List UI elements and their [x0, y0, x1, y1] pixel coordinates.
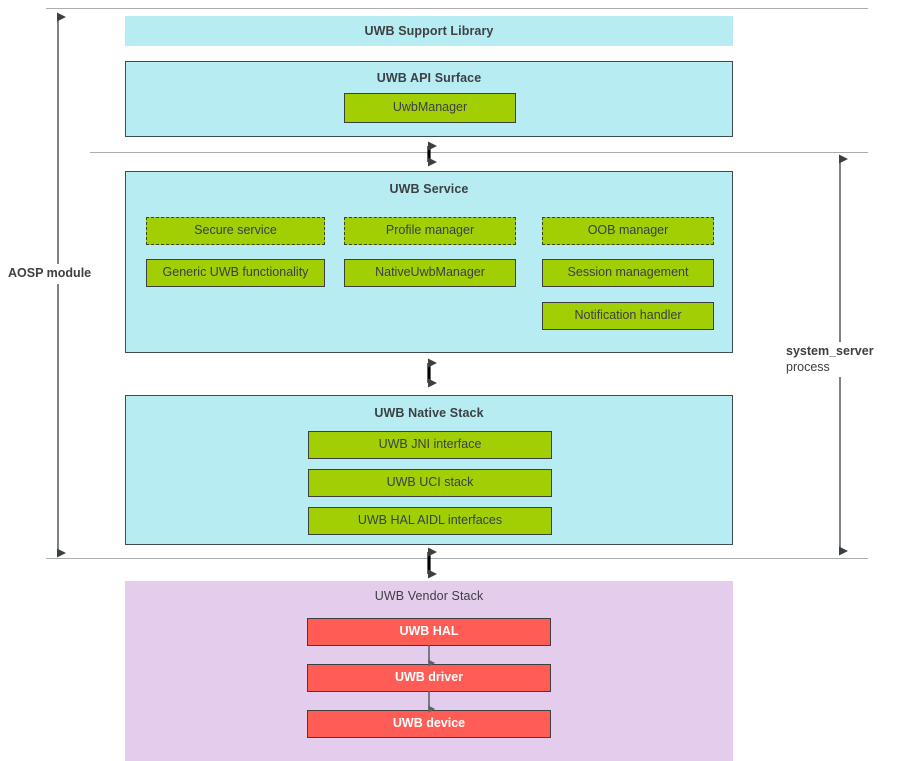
- component-oob-manager-label: OOB manager: [587, 223, 669, 238]
- aosp-module-span-arrow: [57, 12, 66, 558]
- component-uwb-device-label: UWB device: [392, 716, 466, 731]
- component-uwbmanager[interactable]: UwbManager: [344, 93, 516, 123]
- component-notification-handler-label: Notification handler: [574, 308, 682, 323]
- layer-vendor-stack: UWB Vendor Stack UWB HAL UWB driver UWB …: [125, 581, 733, 761]
- rule-bottom: [46, 558, 868, 559]
- system-server-label-text: system_server: [786, 344, 874, 358]
- component-nativeuwbmanager[interactable]: NativeUwbManager: [344, 259, 516, 287]
- component-uwb-driver[interactable]: UWB driver: [307, 664, 551, 692]
- arrow-api-to-service: [427, 141, 437, 167]
- arrow-service-to-native: [427, 358, 437, 388]
- system-server-process-text: process: [786, 359, 830, 374]
- arrow-native-to-vendor: [427, 547, 437, 579]
- component-secure-service[interactable]: Secure service: [146, 217, 325, 245]
- layer-service-title: UWB Service: [389, 182, 469, 196]
- component-profile-manager-label: Profile manager: [385, 223, 475, 238]
- component-session-management-label: Session management: [567, 265, 689, 280]
- component-generic-uwb-functionality[interactable]: Generic UWB functionality: [146, 259, 325, 287]
- layer-api-surface-title: UWB API Surface: [376, 71, 482, 85]
- layer-support-library-title: UWB Support Library: [364, 24, 494, 38]
- system-server-label: system_server process: [786, 342, 894, 378]
- component-notification-handler[interactable]: Notification handler: [542, 302, 714, 330]
- aosp-module-label-text: AOSP module: [8, 266, 92, 280]
- component-uwb-hal-aidl-interfaces-label: UWB HAL AIDL interfaces: [357, 513, 503, 528]
- layer-native-stack-title: UWB Native Stack: [374, 406, 484, 420]
- layer-support-library: UWB Support Library: [125, 16, 733, 46]
- component-uwbmanager-label: UwbManager: [392, 100, 468, 115]
- component-uwb-uci-stack[interactable]: UWB UCI stack: [308, 469, 552, 497]
- component-uwb-driver-label: UWB driver: [394, 670, 464, 685]
- layer-vendor-stack-title: UWB Vendor Stack: [374, 589, 484, 603]
- component-oob-manager[interactable]: OOB manager: [542, 217, 714, 245]
- component-uwb-uci-stack-label: UWB UCI stack: [386, 475, 474, 490]
- layer-service: UWB Service Secure service Profile manag…: [125, 171, 733, 353]
- component-uwb-device[interactable]: UWB device: [307, 710, 551, 738]
- arrow-hal-to-driver: [428, 645, 436, 667]
- component-uwb-hal[interactable]: UWB HAL: [307, 618, 551, 646]
- component-generic-uwb-functionality-label: Generic UWB functionality: [162, 265, 309, 280]
- layer-api-surface: UWB API Surface UwbManager: [125, 61, 733, 137]
- component-uwb-jni-interface[interactable]: UWB JNI interface: [308, 431, 552, 459]
- aosp-module-label: AOSP module: [8, 264, 100, 284]
- rule-top: [46, 8, 868, 9]
- component-nativeuwbmanager-label: NativeUwbManager: [375, 265, 485, 280]
- component-uwb-jni-interface-label: UWB JNI interface: [378, 437, 482, 452]
- component-uwb-hal-aidl-interfaces[interactable]: UWB HAL AIDL interfaces: [308, 507, 552, 535]
- component-profile-manager[interactable]: Profile manager: [344, 217, 516, 245]
- arrow-driver-to-device: [428, 691, 436, 713]
- rule-api-service-boundary: [90, 152, 868, 153]
- component-uwb-hal-label: UWB HAL: [399, 624, 459, 639]
- layer-native-stack: UWB Native Stack UWB JNI interface UWB U…: [125, 395, 733, 545]
- component-session-management[interactable]: Session management: [542, 259, 714, 287]
- component-secure-service-label: Secure service: [194, 223, 277, 238]
